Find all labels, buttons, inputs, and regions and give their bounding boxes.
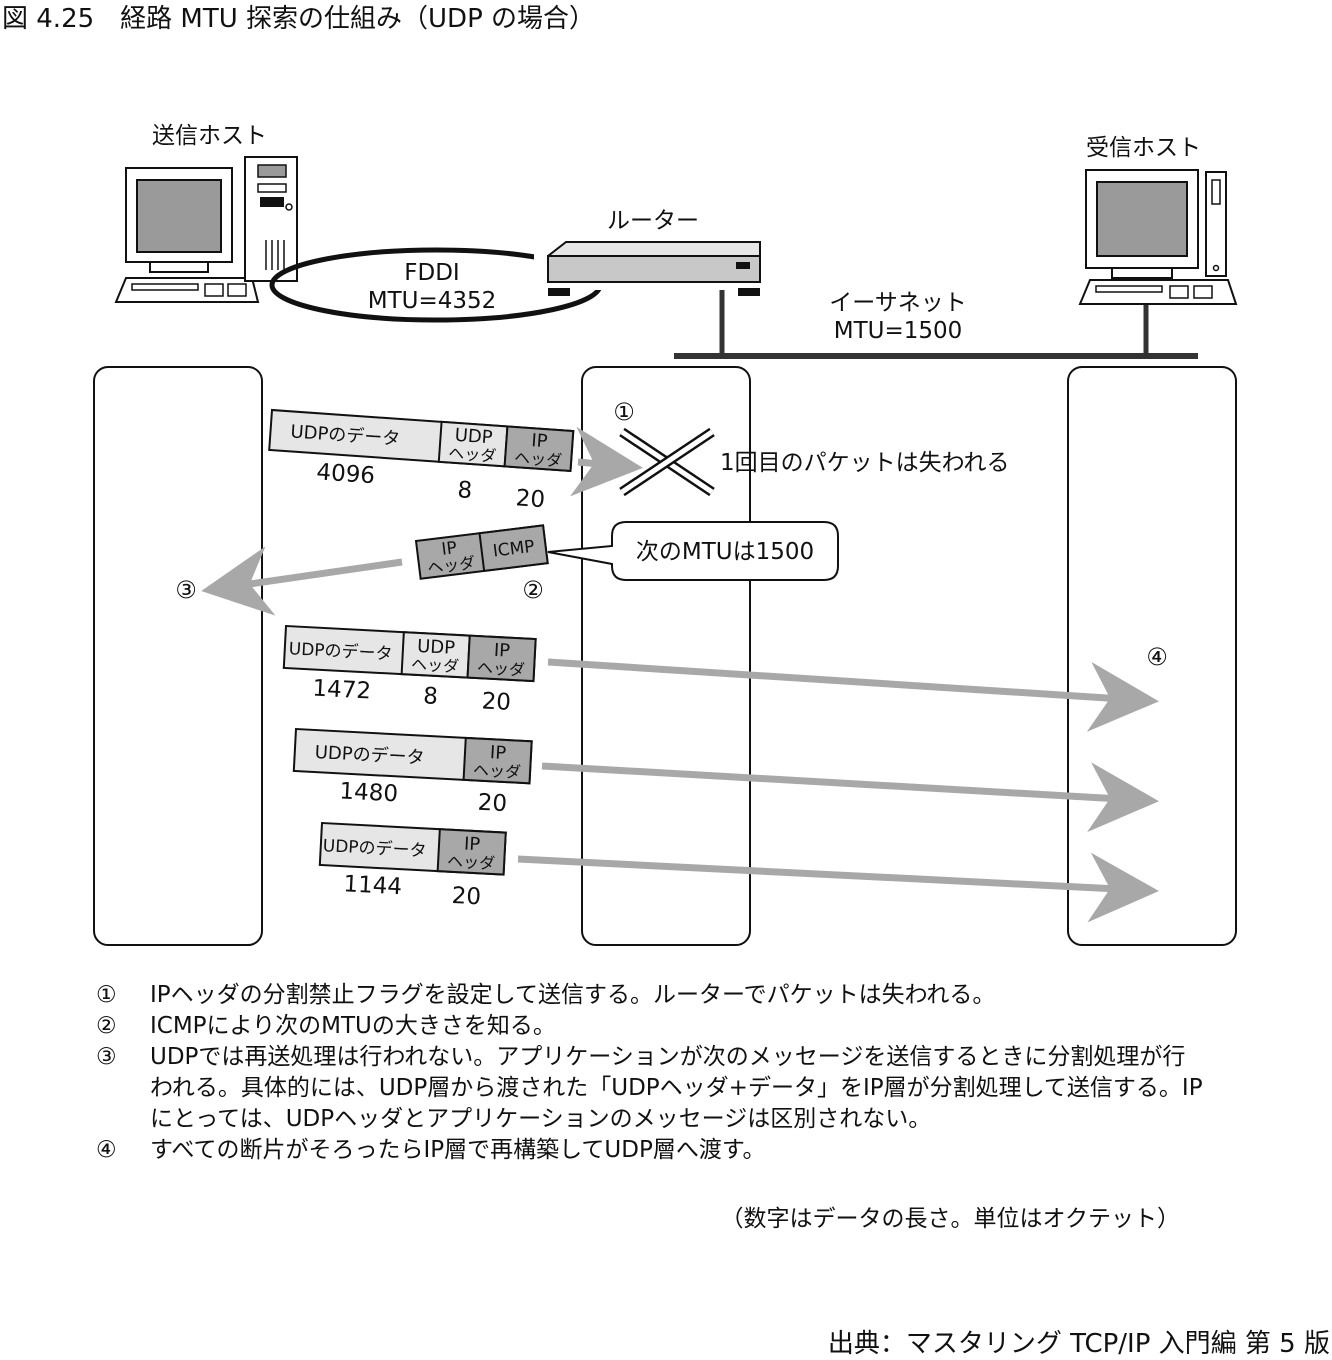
fragment-2-arrow <box>541 762 1159 833</box>
fragment-1: UDPのデータ UDP ヘッダ IP ヘッダ 1472 8 20 <box>282 624 537 716</box>
sender-host-label: 送信ホスト <box>152 123 267 149</box>
ethernet-name-label: イーサネット <box>829 290 967 316</box>
svg-text:ヘッダ: ヘッダ <box>448 443 497 465</box>
source-credit: 出典：マスタリング TCP/IP 入門編 第 5 版 <box>827 1329 1330 1359</box>
fragment-2: UDPのデータ IP ヘッダ 1480 20 <box>292 727 533 817</box>
marker-3: ③ <box>175 576 197 604</box>
svg-text:ヘッダ: ヘッダ <box>411 655 460 676</box>
marker-4: ④ <box>1146 643 1168 671</box>
svg-text:ヘッダ: ヘッダ <box>473 760 522 781</box>
first-udp-size: 8 <box>457 477 473 504</box>
note-number: ③ <box>96 1044 117 1070</box>
next-mtu-callout: 次のMTUは1500 <box>547 521 839 581</box>
icmp-return-arrow <box>201 546 403 616</box>
marker-1: ① <box>613 398 635 426</box>
svg-text:ヘッダ: ヘッダ <box>514 448 563 470</box>
fragment-1-arrow <box>547 658 1159 732</box>
note-item: ③ UDPでは再送処理は行われない。アプリケーションが次のメッセージを送信すると… <box>96 1042 1206 1135</box>
fddi-name-label: FDDI <box>404 260 459 286</box>
receiver-host-label: 受信ホスト <box>1086 135 1201 161</box>
note-item: ② ICMPにより次のMTUの大きさを知る。 <box>96 1011 1206 1042</box>
router-layer-box <box>581 366 751 946</box>
svg-text:UDP: UDP <box>417 636 456 659</box>
note-number: ② <box>96 1013 117 1039</box>
lost-cross-icon <box>619 427 715 497</box>
svg-text:ヘッダ: ヘッダ <box>447 852 496 873</box>
svg-text:ヘッダ: ヘッダ <box>477 658 526 679</box>
first-packet-arrow <box>570 426 643 497</box>
fragment-3-arrow <box>517 852 1159 923</box>
note-text: ICMPにより次のMTUの大きさを知る。 <box>150 1013 556 1039</box>
lost-packet-label: 1回目のパケットは失われる <box>720 450 1009 476</box>
note-item: ① IPヘッダの分割禁止フラグを設定して送信する。ルーターでパケットは失われる。 <box>96 980 1206 1011</box>
frag1-ip-size: 20 <box>481 688 512 715</box>
sender-computer-icon <box>114 156 298 303</box>
svg-text:UDP: UDP <box>454 425 493 449</box>
first-data-size: 4096 <box>316 459 376 489</box>
svg-text:IP: IP <box>440 538 458 560</box>
frag1-data-size: 1472 <box>312 675 372 704</box>
note-number: ① <box>96 982 117 1008</box>
frag3-data-size: 1144 <box>343 871 403 900</box>
ethernet-mtu-label: MTU=1500 <box>834 318 963 344</box>
frag2-ip-size: 20 <box>477 790 508 817</box>
first-packet: UDPのデータ UDP ヘッダ IP ヘッダ 4096 8 20 <box>268 408 575 513</box>
router-label: ルーター <box>607 208 699 234</box>
fddi-mtu-label: MTU=4352 <box>368 288 497 314</box>
note-text: すべての断片がそろったらIP層で再構築してUDP層へ渡す。 <box>150 1137 766 1163</box>
frag2-data-size: 1480 <box>339 778 399 807</box>
notes-list: ① IPヘッダの分割禁止フラグを設定して送信する。ルーターでパケットは失われる。… <box>96 980 1206 1166</box>
svg-text:次のMTUは1500: 次のMTUは1500 <box>636 539 814 565</box>
svg-text:IP: IP <box>493 640 510 662</box>
router-icon <box>547 241 761 296</box>
marker-2: ② <box>522 576 544 604</box>
icmp-packet: IP ヘッダ ICMP <box>414 524 549 580</box>
figure-title: 図 4.25 経路 MTU 探索の仕組み（UDP の場合） <box>2 4 595 34</box>
frag1-udp-size: 8 <box>423 683 439 710</box>
receiver-computer-icon <box>1078 169 1238 305</box>
svg-text:IP: IP <box>531 430 549 452</box>
note-item: ④ すべての断片がそろったらIP層で再構築してUDP層へ渡す。 <box>96 1135 1206 1166</box>
note-text: UDPでは再送処理は行われない。アプリケーションが次のメッセージを送信するときに… <box>150 1044 1203 1132</box>
frag3-ip-size: 20 <box>451 883 482 910</box>
note-number: ④ <box>96 1137 117 1163</box>
svg-text:IP: IP <box>489 742 506 764</box>
sender-layer-box <box>93 366 263 946</box>
unit-note: （数字はデータの長さ。単位はオクテット） <box>720 1206 1180 1232</box>
fragment-3: UDPのデータ IP ヘッダ 1144 20 <box>318 821 507 910</box>
note-text: IPヘッダの分割禁止フラグを設定して送信する。ルーターでパケットは失われる。 <box>150 982 996 1008</box>
svg-text:IP: IP <box>463 833 480 855</box>
first-ip-size: 20 <box>515 485 546 513</box>
